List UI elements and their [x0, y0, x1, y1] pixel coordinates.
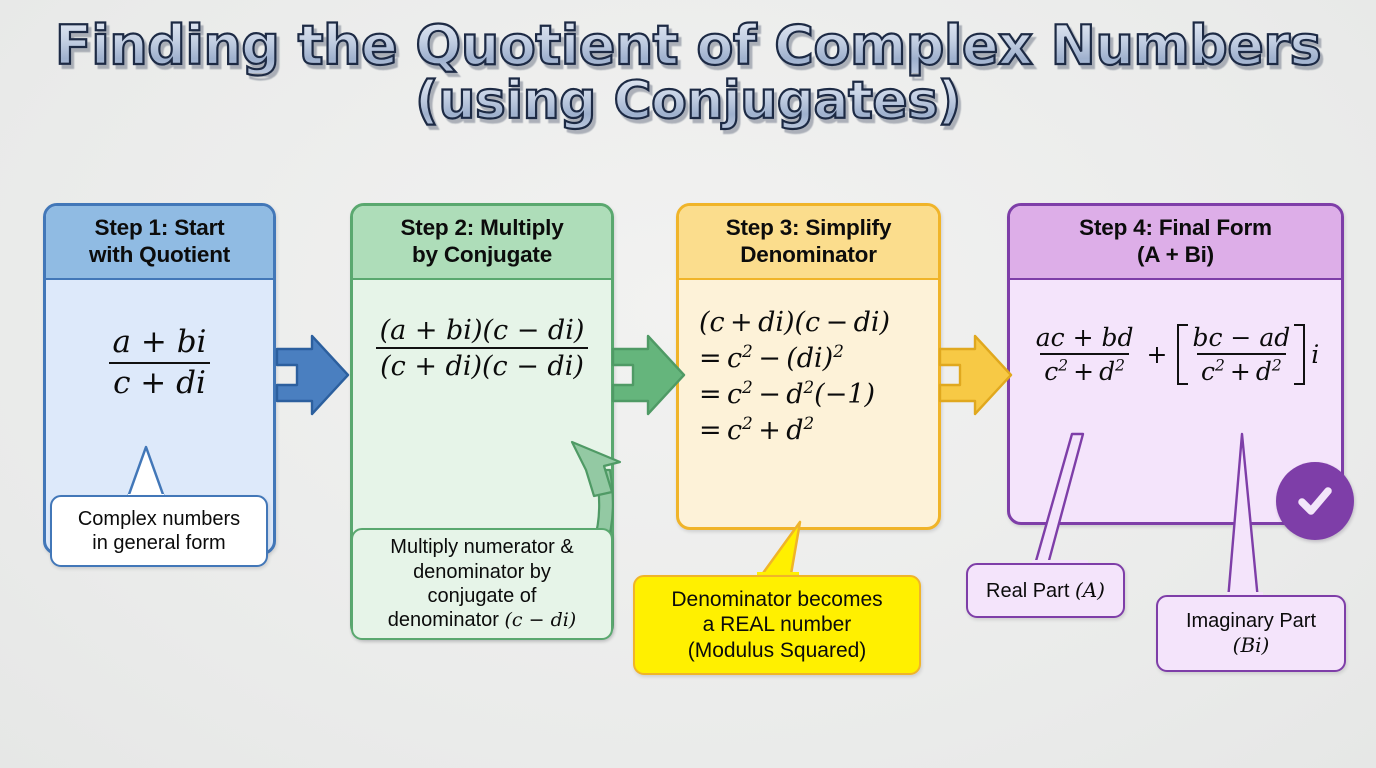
step-2-numerator: (a + bi)(c − di)	[379, 315, 585, 347]
step-4-header-line-2: (A + Bi)	[1137, 241, 1214, 267]
step-3-header-line-2: Denominator	[740, 241, 877, 267]
callout-tail-step3	[756, 520, 802, 582]
step-3-body: (c + di)(c − di) = c2 − (di)2 = c2 − d2(…	[679, 280, 938, 527]
callout-real-part-math: (A)	[1074, 577, 1105, 602]
step-2-header-line-2: by Conjugate	[411, 241, 553, 267]
step-3-line-1: (c + di)(c − di)	[699, 307, 891, 339]
step-4-term1-numerator: ac + bd	[1035, 323, 1134, 353]
callout-step-2-line-4: denominator	[387, 609, 499, 632]
step-4-term2-denominator: c2 + d2	[1197, 353, 1286, 385]
step-1-header-line-2: with Quotient	[88, 241, 231, 267]
step-4-term1-denominator: c2 + d2	[1040, 353, 1129, 385]
step-4-operator: +	[1146, 340, 1168, 370]
callout-step-3-line-3: (Modulus Squared)	[687, 638, 867, 662]
callout-real-part: Real Part (A)	[966, 563, 1125, 618]
step-2-denominator: (c + di)(c − di)	[376, 347, 588, 381]
callout-step-2-line-3: conjugate of	[427, 585, 537, 607]
step-2-body: (a + bi)(c − di) (c + di)(c − di)	[353, 280, 611, 636]
callout-step-2-line-1: Multiply numerator &	[390, 536, 574, 559]
callout-step-1-line-1: Complex numbers	[77, 507, 241, 530]
check-badge	[1276, 462, 1354, 540]
callout-step-2: Multiply numerator & denominator by conj…	[351, 528, 613, 640]
step-4-term2-numerator: bc − ad	[1192, 323, 1291, 353]
step-3-line-4: = c2 + d2	[699, 413, 815, 447]
step-1-header: Step 1: Start with Quotient	[46, 206, 273, 281]
callout-step-1: Complex numbers in general form	[50, 495, 268, 567]
callout-step-3-line-2: a REAL number	[702, 613, 852, 637]
step-4-bracket: bc − ad c2 + d2	[1177, 323, 1306, 386]
arrow-step1-to-step2	[275, 334, 350, 416]
step-4-body: ac + bd c2 + d2 + bc − ad c2 + d2 i	[1010, 280, 1341, 522]
callout-real-part-text: Real Part	[986, 579, 1070, 602]
callout-step-3-line-1: Denominator becomes	[671, 587, 883, 611]
step-3-box[interactable]: Step 3: Simplify Denominator (c + di)(c …	[676, 203, 941, 530]
step-1-numerator: a + bi	[112, 324, 207, 361]
step-4-header-line-1: Step 4: Final Form	[1079, 215, 1272, 240]
arrow-step3-to-step4	[938, 334, 1013, 416]
callout-step-1-line-2: in general form	[92, 532, 226, 554]
step-4-formula: ac + bd c2 + d2 + bc − ad c2 + d2 i	[1032, 323, 1320, 386]
callout-step-3: Denominator becomes a REAL number (Modul…	[633, 575, 921, 675]
step-3-line-3: = c2 − d2(−1)	[699, 377, 876, 411]
check-icon	[1298, 487, 1332, 515]
step-1-header-line-1: Step 1: Start	[94, 215, 225, 240]
callout-imaginary-part-line-1: Imaginary Part	[1185, 609, 1317, 632]
arrow-step2-to-step3	[611, 334, 686, 416]
step-2-header: Step 2: Multiply by Conjugate	[353, 206, 611, 281]
step-4-header: Step 4: Final Form (A + Bi)	[1010, 206, 1341, 281]
step-1-formula: a + bi c + di	[109, 324, 211, 400]
title-line-1: Finding the Quotient of Complex Numbers	[0, 17, 1376, 74]
callout-step-2-line-2: denominator by	[413, 560, 551, 583]
step-3-formula: (c + di)(c − di) = c2 − (di)2 = c2 − d2(…	[679, 302, 890, 451]
step-3-header: Step 3: Simplify Denominator	[679, 206, 938, 281]
step-2-formula: (a + bi)(c − di) (c + di)(c − di)	[376, 316, 589, 381]
callout-imaginary-part-line-2: (Bi)	[1232, 633, 1270, 657]
step-1-body: a + bi c + di	[46, 280, 273, 552]
page-title: Finding the Quotient of Complex Numbers …	[0, 17, 1376, 129]
step-3-header-line-1: Step 3: Simplify	[725, 215, 892, 240]
title-line-2: (using Conjugates)	[0, 73, 1376, 128]
callout-imaginary-part: Imaginary Part (Bi)	[1156, 595, 1346, 672]
step-1-denominator: c + di	[109, 361, 210, 400]
callout-step-2-line-4-math: (c − di)	[504, 609, 577, 632]
step-4-suffix-i: i	[1311, 340, 1320, 370]
step-3-line-2: = c2 − (di)2	[699, 341, 844, 375]
step-2-header-line-1: Step 2: Multiply	[400, 215, 564, 240]
